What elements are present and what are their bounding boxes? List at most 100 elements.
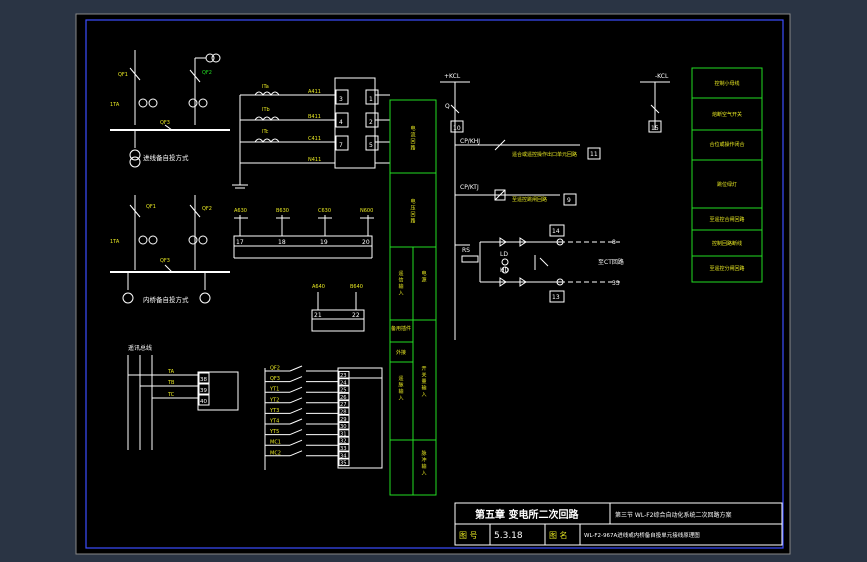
relay2-num: 9 (567, 197, 571, 204)
cc-label-hd: HD (500, 267, 510, 274)
ct-name-b: ITb (262, 107, 270, 113)
switch-terminal-number: 29 (340, 417, 347, 423)
legend-frame (691, 67, 763, 283)
cc-num-15: 15 (651, 125, 659, 132)
switch-terminal-number: 31 (340, 431, 347, 437)
ct-left-num-1: 3 (339, 96, 343, 103)
cc-num-14: 14 (552, 228, 560, 235)
switch-label: YT3 (269, 408, 279, 414)
relay1-desc: 遥合或遥控操作出口单元回路 (512, 151, 577, 158)
switch-label: YT1 (269, 387, 279, 393)
cc-label-33: 33 (612, 280, 620, 287)
switch-label: YT5 (269, 429, 279, 435)
switch-terminal-number: 30 (340, 424, 347, 430)
legend-item: 熔断空气开关 (712, 111, 742, 118)
bus-num-38: 38 (200, 377, 207, 383)
cc-label-q: Q (445, 103, 450, 110)
switch-terminal-number: 24 (340, 380, 347, 386)
tl-label2-qf3: QF3 (160, 258, 170, 264)
figure-number: 5.3.18 (494, 531, 523, 541)
small-box-label-a: A640 (312, 284, 325, 290)
caption-incoming-transfer: 进线备自投方式 (143, 153, 189, 162)
tl-label2-qf2: QF2 (202, 206, 212, 212)
ct-terminal-a: A411 (308, 89, 321, 95)
switch-terminal-number: 34 (340, 453, 347, 459)
cc-label-10: 10 (453, 125, 461, 132)
ct-terminal-n: N411 (308, 157, 321, 163)
switch-terminal-number: 27 (340, 402, 347, 408)
legend-item: 合位或操作闭合 (709, 141, 744, 148)
cc-right-label: 至CT回路 (598, 258, 624, 266)
switch-terminal-number: 35 (340, 461, 347, 467)
switch-terminal-number: 25 (340, 388, 347, 394)
tl-label2-1ta: 1TA (110, 239, 120, 245)
legend-item: 至遥控合闸回路 (709, 216, 744, 223)
bus-label-tb: TB (167, 380, 175, 386)
middle-cell-external: 外接 (396, 349, 406, 356)
vt-label-a: A630 (234, 208, 247, 214)
vt-num-17: 17 (236, 239, 244, 246)
ct-right-num-1: 1 (369, 96, 373, 103)
middle-cell-current: 电流回路 (410, 125, 415, 152)
binary-bus-title: 遥讯总线 (128, 344, 152, 352)
cc-num-13: 13 (552, 294, 560, 301)
small-box-label-b: B640 (350, 284, 363, 290)
relay1-label: CP/KHJ (460, 138, 480, 145)
switch-label: QF2 (270, 366, 280, 372)
switch-label: MC1 (270, 440, 281, 446)
small-box-num-21: 21 (314, 312, 322, 319)
ct-right-num-2: 2 (369, 119, 373, 126)
ct-terminal-c: C411 (308, 136, 321, 142)
bus-label-tc: TC (167, 392, 175, 398)
switch-label: YT4 (269, 419, 279, 425)
bus-label-ta: TA (167, 369, 175, 375)
relay2-label: CP/KTJ (460, 184, 479, 191)
small-box-num-22: 22 (352, 312, 360, 319)
drawing-frame (75, 13, 791, 555)
middle-cell-switch-input: 开关量输入 (421, 366, 426, 398)
figure-name: WL-F2-967A进线或内桥备自投单元接线原理图 (584, 531, 700, 539)
relay1-num: 11 (590, 151, 598, 158)
chapter-title: 第五章 变电所二次回路 (475, 508, 579, 521)
legend-item: 至遥控分闸回路 (709, 265, 744, 272)
cc-label-ld: LD (500, 251, 508, 258)
ct-name-a: ITa (262, 84, 269, 90)
middle-cell-pulse-input: 遥脉输入 (398, 375, 403, 402)
figure-name-label: 图 名 (549, 530, 568, 540)
relay2-desc: 至遥控跳闸回路 (512, 196, 547, 203)
caption-bridge-transfer: 内桥备自投方式 (143, 295, 189, 304)
middle-cell-pulse: 脉冲输入 (421, 450, 426, 477)
switch-terminal-number: 28 (340, 410, 347, 416)
middle-cell-spare: 备用插件 (391, 325, 411, 332)
vt-num-20: 20 (362, 239, 370, 246)
legend-item: 跳位绿灯 (717, 181, 737, 188)
tl-label-qf3: QF3 (160, 120, 170, 126)
tl-label2-qf1: QF1 (146, 204, 156, 210)
ct-right-num-3: 5 (369, 142, 373, 149)
ct-name-c: ITc (262, 129, 269, 135)
tl-label-qf2: QF2 (202, 70, 212, 76)
drawing-border (85, 19, 784, 549)
legend-item: 控制回路断线 (712, 240, 742, 247)
vt-label-b: B630 (276, 208, 289, 214)
section-title: 第三节 WL-F2综合自动化系统二次回路方案 (615, 511, 732, 519)
ct-left-num-3: 7 (339, 142, 343, 149)
tl-label-qf1: QF1 (118, 72, 128, 78)
switch-terminal-number: 26 (340, 395, 347, 401)
middle-cell-telesignal: 遥信输入 (398, 270, 403, 297)
cc-label-8: 8 (612, 239, 616, 246)
figure-number-label: 图 号 (459, 531, 478, 540)
bus-num-39: 39 (200, 388, 207, 394)
vt-label-c: C630 (318, 208, 331, 214)
switch-label: MC2 (270, 450, 281, 456)
cc-label-rs: RS (462, 247, 470, 254)
ct-terminal-b: B411 (308, 114, 321, 120)
switch-terminal-number: 33 (340, 446, 347, 452)
middle-cell-voltage: 电压回路 (410, 198, 415, 225)
ct-left-num-2: 4 (339, 119, 343, 126)
switch-terminal-number: 23 (340, 373, 347, 379)
vt-num-19: 19 (320, 239, 328, 246)
plus-bus-label: +KCL (444, 73, 461, 80)
middle-cell-power: 电源 (421, 270, 426, 284)
